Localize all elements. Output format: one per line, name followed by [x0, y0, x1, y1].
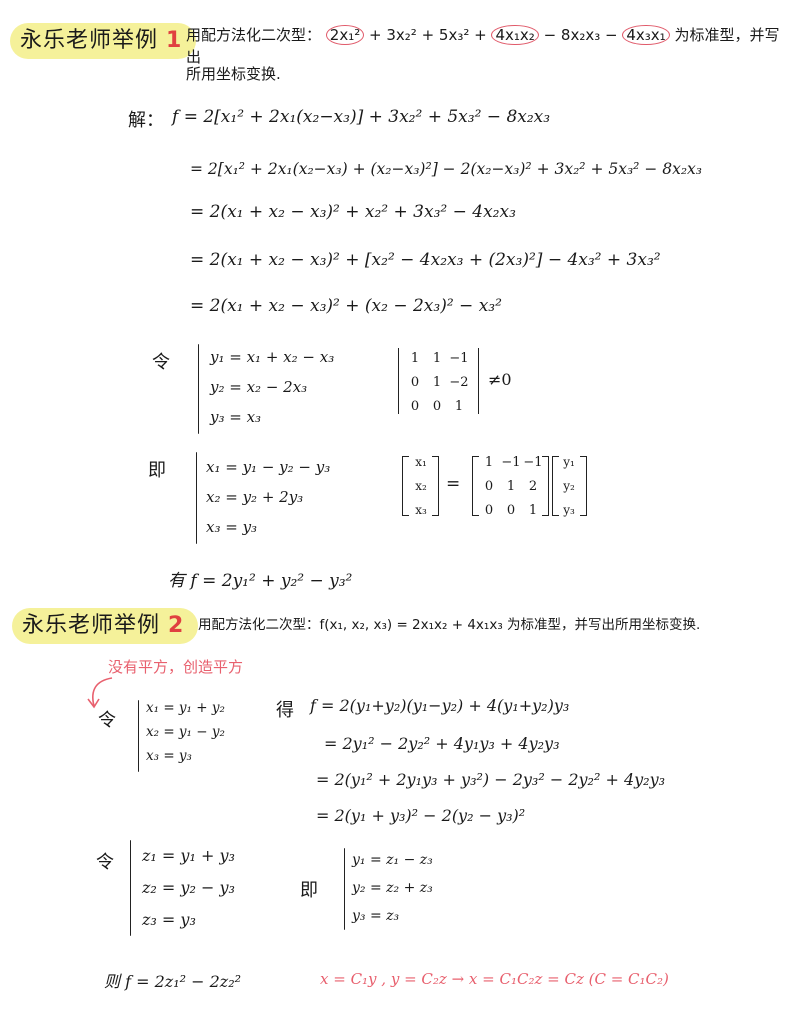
circled-term-1: 2x₁²: [325, 25, 365, 45]
problem-middle-1: + 3x₂² + 5x₃² +: [369, 26, 487, 44]
let-2-eq-3: z₃ = y₃: [142, 910, 196, 929]
example-2-badge: 永乐老师举例 2: [12, 608, 199, 644]
problem-middle-2: − 8x₂x₃ −: [543, 26, 618, 44]
matrix-composition-note: x = C₁y , y = C₂z → x = C₁C₂z = Cz (C = …: [320, 970, 669, 988]
step-3: = 2(x₁ + x₂ − x₃)² + x₂² + 3x₃² − 4x₂x₃: [190, 202, 516, 222]
ie-label: 即: [148, 460, 166, 481]
badge-number: 2: [168, 613, 185, 638]
handwritten-note: 没有平方，创造平方: [108, 658, 244, 676]
example-1-result: 有 f = 2y₁² + y₂² − y₃²: [168, 571, 353, 591]
step-2: = 2y₁² − 2y₂² + 4y₁y₃ + 4y₂y₃: [324, 734, 560, 753]
ie-eq-3: y₃ = z₃: [352, 908, 400, 924]
ie-system: y₁ = z₁ − z₃ y₂ = z₂ + z₃ y₃ = z₃: [352, 846, 433, 930]
ie-brace: [196, 452, 197, 544]
badge-label: 永乐老师举例: [22, 613, 161, 638]
let-brace: [138, 700, 139, 772]
step-2: = 2[x₁² + 2x₁(x₂−x₃) + (x₂−x₃)²] − 2(x₂−…: [190, 160, 702, 178]
vector-y: y₁ y₂ y₃: [563, 455, 575, 517]
circled-term-3: 4x₃x₁: [622, 25, 670, 45]
let-eq-1: y₁ = x₁ + x₂ − x₃: [210, 348, 335, 366]
ie-eq-1: x₁ = y₁ − y₂ − y₃: [206, 458, 331, 476]
problem-intro: 用配方法化二次型：: [186, 26, 322, 44]
example-1-problem-line-2: 所用坐标变换.: [186, 65, 281, 83]
let-2-eq-1: z₁ = y₁ + y₃: [142, 846, 235, 865]
ie-label: 即: [300, 880, 318, 901]
step-3: = 2(y₁² + 2y₁y₃ + y₃²) − 2y₃² − 2y₂² + 4…: [316, 770, 666, 789]
ie-eq-3: x₃ = y₃: [206, 518, 258, 536]
step-1: f = 2[x₁² + 2x₁(x₂−x₃)] + 3x₂² + 5x₃² − …: [172, 107, 551, 127]
mat-c-right-bracket: [542, 456, 549, 516]
step-5: = 2(x₁ + x₂ − x₃)² + (x₂ − 2x₃)² − x₃²: [190, 296, 502, 316]
vector-x: x₁ x₂ x₃: [415, 455, 427, 517]
det-right-bar: [478, 348, 479, 414]
badge-label: 永乐老师举例: [20, 28, 159, 53]
badge-number: 1: [166, 28, 183, 53]
let-eq-1: x₁ = y₁ + y₂: [146, 700, 225, 716]
ie-eq-2: y₂ = z₂ + z₃: [352, 880, 433, 896]
circled-term-2: 4x₁x₂: [491, 25, 539, 45]
let-2-eq-2: z₂ = y₂ − y₃: [142, 878, 235, 897]
vec-y-left-bracket: [552, 456, 559, 516]
step-1: f = 2(y₁+y₂)(y₁−y₂) + 4(y₁+y₂)y₃: [310, 696, 570, 715]
solution-label: 解：: [128, 110, 164, 131]
ie-eq-1: y₁ = z₁ − z₃: [352, 852, 433, 868]
let-2-system: z₁ = y₁ + y₃ z₂ = y₂ − y₃ z₃ = y₃: [142, 840, 235, 936]
let-system: y₁ = x₁ + x₂ − x₃ y₂ = x₂ − 2x₃ y₃ = x₃: [210, 342, 334, 432]
det-left-bar: [398, 348, 399, 414]
step-4: = 2(x₁ + x₂ − x₃)² + [x₂² − 4x₂x₃ + (2x₃…: [190, 250, 661, 270]
vec-y-right-bracket: [580, 456, 587, 516]
example-1-badge: 永乐老师举例 1: [10, 23, 197, 59]
mat-c-left-bracket: [472, 456, 479, 516]
let-2-label: 令: [96, 852, 114, 873]
let-eq-3: x₃ = y₃: [146, 748, 192, 764]
let-2-brace: [130, 840, 131, 936]
let-eq-2: x₂ = y₁ − y₂: [146, 724, 225, 740]
ie-brace: [344, 848, 345, 930]
get-label: 得: [276, 700, 294, 721]
problem-outro: 为标准型，并写出: [186, 26, 780, 66]
det-not-zero: ≠0: [488, 370, 512, 389]
example-2-result: 则 f = 2z₁² − 2z₂²: [104, 972, 242, 991]
let-eq-3: y₃ = x₃: [210, 408, 262, 426]
vec-x-right-bracket: [432, 456, 439, 516]
matrix-equals: =: [446, 474, 461, 494]
example-1-problem: 用配方法化二次型： 2x₁² + 3x₂² + 5x₃² + 4x₁x₂ − 8…: [186, 24, 786, 68]
let-system: x₁ = y₁ + y₂ x₂ = y₁ − y₂ x₃ = y₃: [146, 696, 225, 768]
let-brace: [198, 344, 199, 434]
let-eq-2: y₂ = x₂ − 2x₃: [210, 378, 308, 396]
ie-eq-2: x₂ = y₂ + 2y₃: [206, 488, 304, 506]
let-label: 令: [152, 352, 170, 373]
let-label: 令: [98, 710, 116, 731]
curved-arrow-icon: [87, 677, 113, 709]
step-4: = 2(y₁ + y₃)² − 2(y₂ − y₃)²: [316, 806, 526, 825]
example-2-problem: 用配方法化二次型：f(x₁, x₂, x₃) = 2x₁x₂ + 4x₁x₃ 为…: [198, 617, 701, 633]
ie-system: x₁ = y₁ − y₂ − y₃ x₂ = y₂ + 2y₃ x₃ = y₃: [206, 452, 330, 542]
vec-x-left-bracket: [402, 456, 409, 516]
